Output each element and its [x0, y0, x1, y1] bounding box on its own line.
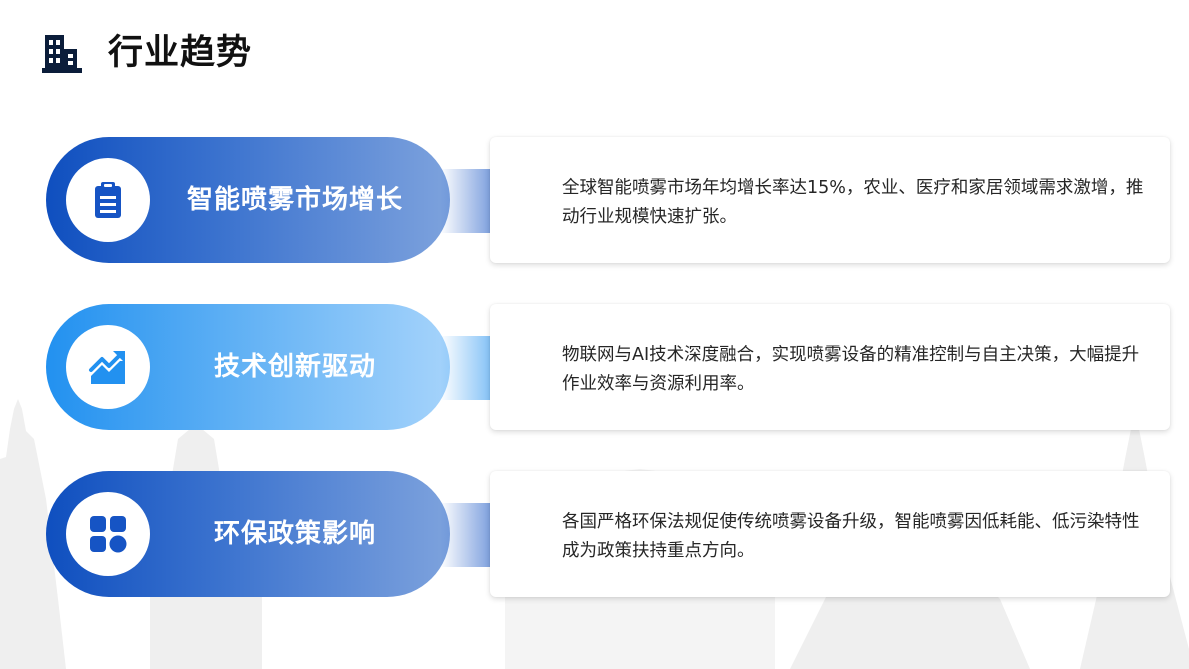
header: 行业趋势 — [42, 30, 252, 76]
trend-pill: 技术创新驱动 — [46, 304, 450, 430]
icon-circle — [66, 492, 150, 576]
clipboard-icon — [95, 182, 121, 218]
trend-card: 物联网与AI技术深度融合，实现喷雾设备的精准控制与自主决策，大幅提升作业效率与资… — [490, 304, 1170, 430]
trend-pill: 智能喷雾市场增长 — [46, 137, 450, 263]
trend-card: 各国严格环保法规促使传统喷雾设备升级，智能喷雾因低耗能、低污染特性成为政策扶持重… — [490, 471, 1170, 597]
icon-circle — [66, 158, 150, 242]
trend-title: 环保政策影响 — [213, 519, 376, 549]
trend-row-environmental-policy: 环保政策影响 各国严格环保法规促使传统喷雾设备升级，智能喷雾因低耗能、低污染特性… — [0, 471, 1189, 599]
building-icon — [42, 35, 82, 73]
trend-row-market-growth: 智能喷雾市场增长 全球智能喷雾市场年均增长率达15%，农业、医疗和家居领域需求激… — [0, 137, 1189, 265]
trend-description: 各国严格环保法规促使传统喷雾设备升级，智能喷雾因低耗能、低污染特性成为政策扶持重… — [562, 512, 1140, 561]
trend-description: 物联网与AI技术深度融合，实现喷雾设备的精准控制与自主决策，大幅提升作业效率与资… — [562, 345, 1140, 394]
trend-row-tech-innovation: 技术创新驱动 物联网与AI技术深度融合，实现喷雾设备的精准控制与自主决策，大幅提… — [0, 304, 1189, 432]
trend-pill: 环保政策影响 — [46, 471, 450, 597]
grid-icon — [90, 516, 127, 553]
trend-description: 全球智能喷雾市场年均增长率达15%，农业、医疗和家居领域需求激增，推动行业规模快… — [562, 178, 1144, 227]
trend-up-icon — [89, 351, 125, 384]
page-title: 行业趋势 — [108, 33, 253, 73]
trend-card: 全球智能喷雾市场年均增长率达15%，农业、医疗和家居领域需求激增，推动行业规模快… — [490, 137, 1170, 263]
icon-circle — [66, 325, 150, 409]
trend-title: 智能喷雾市场增长 — [186, 185, 403, 215]
trend-title: 技术创新驱动 — [213, 352, 376, 382]
